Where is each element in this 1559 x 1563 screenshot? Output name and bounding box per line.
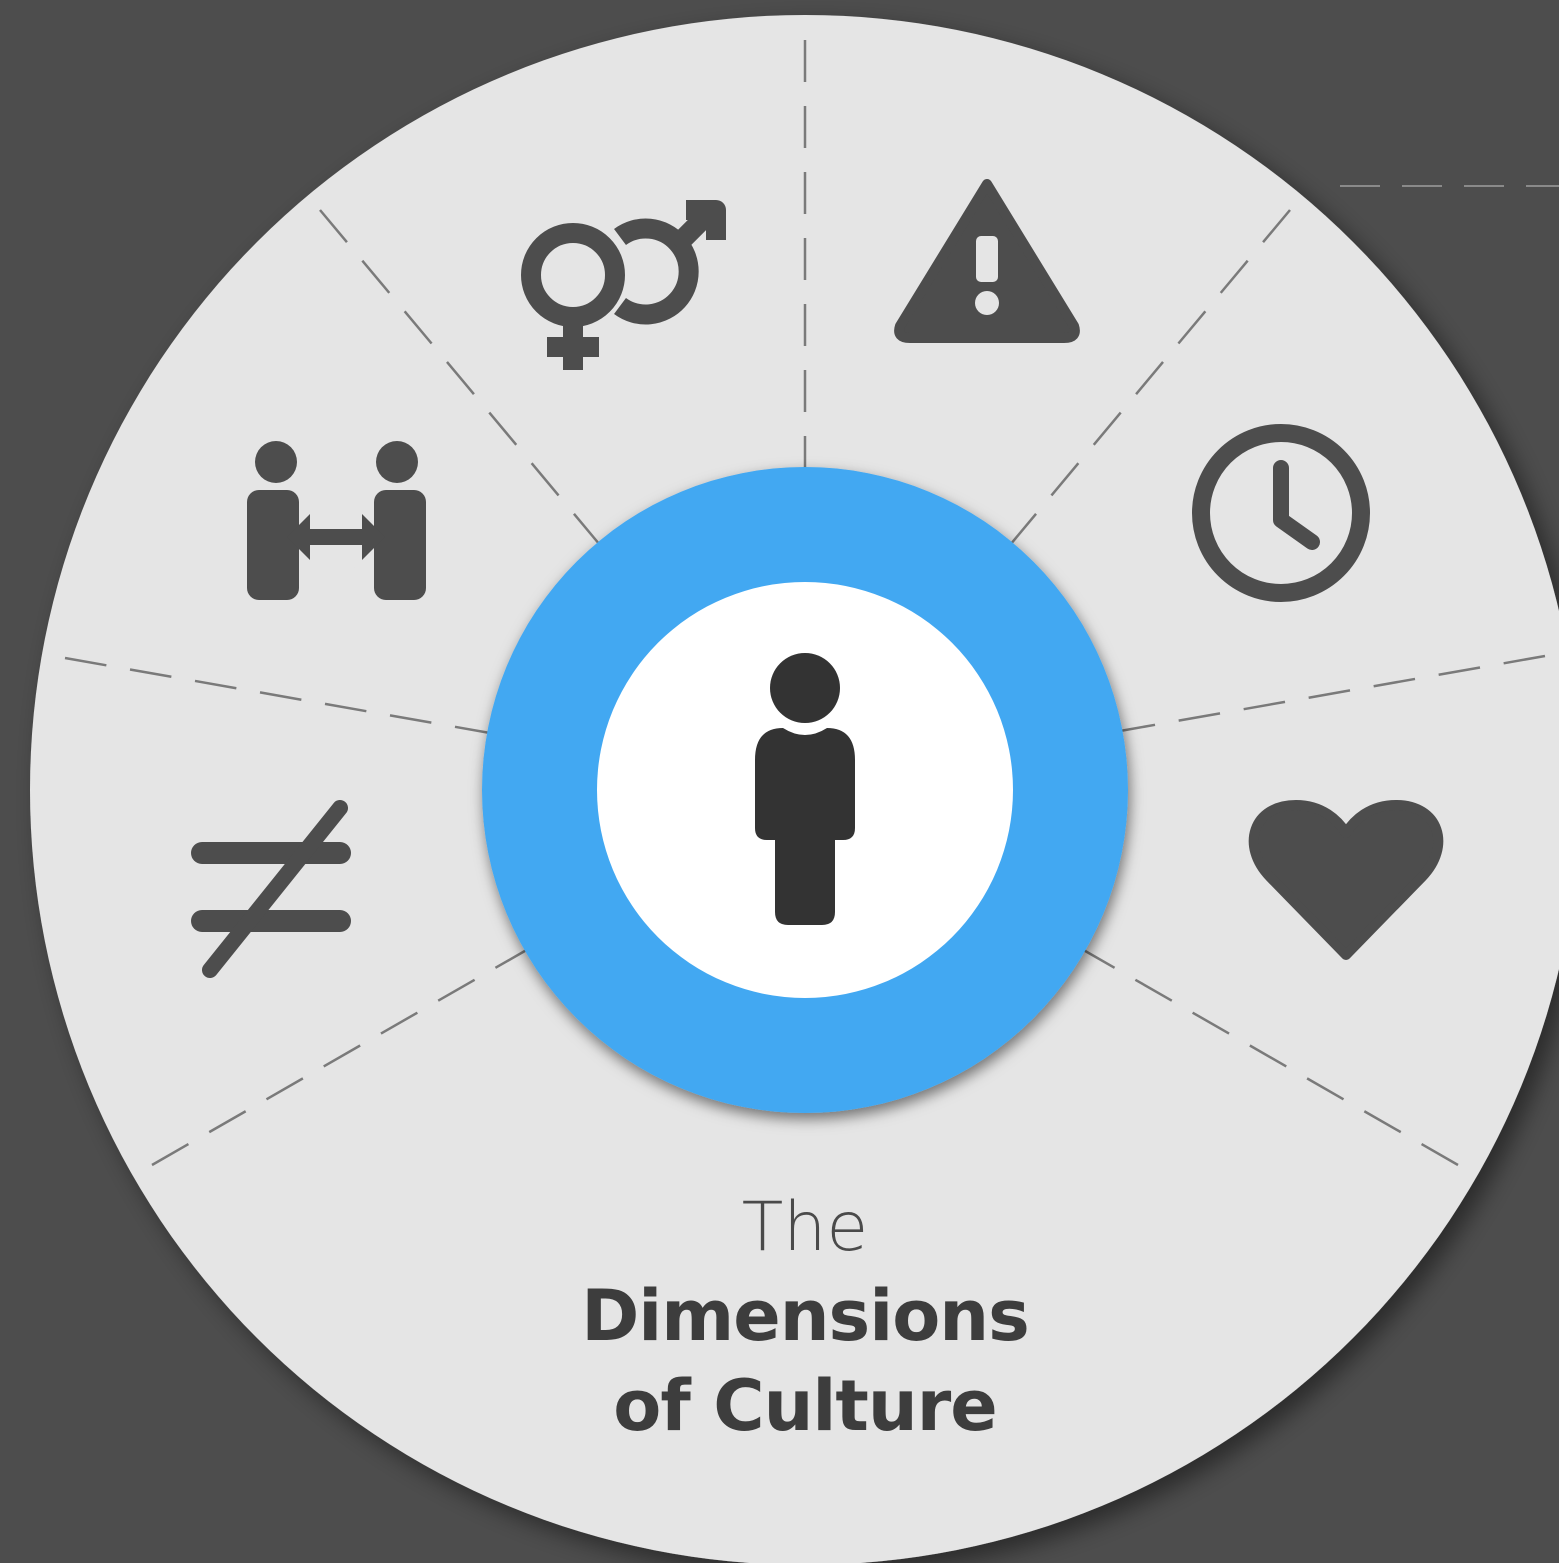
person-icon — [755, 653, 855, 925]
sector-dividers — [64, 40, 1546, 1167]
divider-bottom-right — [1079, 946, 1459, 1167]
warning-triangle-icon — [894, 179, 1080, 343]
divider-top-right — [1009, 209, 1291, 546]
divider-bottom-left — [151, 946, 531, 1167]
title-suffix: of Culture — [613, 1365, 997, 1447]
divider-top-left — [319, 209, 601, 546]
gender-symbol-icon — [521, 200, 726, 370]
personal-distance-icon — [247, 441, 426, 600]
clock-icon — [1192, 424, 1370, 602]
divider-left — [64, 656, 491, 735]
title-main: Dimensions — [581, 1275, 1030, 1357]
heart-icon — [1248, 800, 1444, 960]
not-equal-icon — [191, 800, 351, 978]
divider-right — [1119, 654, 1546, 733]
title-prefix: The — [741, 1188, 869, 1267]
